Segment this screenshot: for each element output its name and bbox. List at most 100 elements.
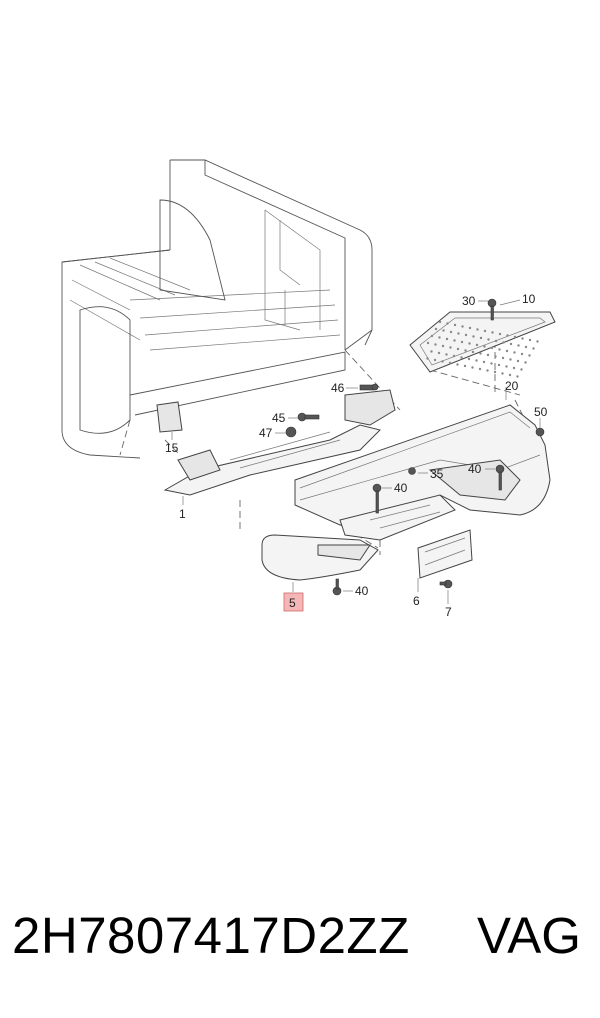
pad-texture-dot <box>505 349 509 353</box>
callout-40-lower: 40 <box>355 584 369 598</box>
parts-diagram: 30 10 46 20 50 45 47 15 35 40 40 1 40 5 … <box>61 159 556 619</box>
pad-texture-dot <box>456 347 460 351</box>
pad-texture-dot <box>513 335 517 339</box>
pad-texture-dot <box>501 372 504 375</box>
pad-texture-dot <box>502 341 505 344</box>
leader-lines <box>171 299 541 604</box>
callout-15: 15 <box>165 441 179 455</box>
callout-46: 46 <box>331 381 345 395</box>
callout-30: 30 <box>462 294 476 308</box>
pad-texture-dot <box>486 353 490 357</box>
bolt-35-icon <box>408 467 416 475</box>
bolt-40-lower-icon <box>332 578 342 596</box>
pad-texture-dot <box>516 375 519 378</box>
pad-texture-dot <box>521 337 524 340</box>
pad-texture-dot <box>467 357 471 361</box>
pad-texture-dot <box>468 326 472 330</box>
callout-7: 7 <box>445 605 452 619</box>
pad-texture-dot <box>494 355 497 358</box>
pad-texture-dot <box>483 329 487 333</box>
pad-texture-dot <box>426 357 429 360</box>
pad-texture-dot <box>468 342 471 345</box>
callout-1: 1 <box>179 507 186 521</box>
pad-texture-dot <box>520 368 523 371</box>
pad-texture-dot <box>445 353 448 356</box>
pad-texture-dot <box>494 339 498 343</box>
pad-texture-dot <box>464 333 468 337</box>
bolt-45-icon <box>297 412 320 422</box>
pad-texture-dot <box>487 338 490 341</box>
pad-texture-dot <box>516 359 520 363</box>
pad-texture-dot <box>442 329 445 332</box>
pad-texture-dot <box>441 360 444 363</box>
pad-texture-dot <box>498 348 501 351</box>
pad-texture-dot <box>471 350 475 354</box>
pad-texture-dot <box>426 341 430 345</box>
pad-texture-dot <box>520 352 524 356</box>
callout-40-upper: 40 <box>394 481 408 495</box>
callout-labels: 30 10 46 20 50 45 47 15 35 40 40 1 40 5 … <box>165 292 548 619</box>
callout-10: 10 <box>522 292 536 306</box>
pad-texture-dot <box>457 332 460 335</box>
pad-texture-dot <box>448 361 452 365</box>
plate-part-6 <box>417 529 473 579</box>
pad-texture-dot <box>472 335 475 338</box>
pad-texture-dot <box>506 334 509 337</box>
pad-texture-dot <box>476 328 479 331</box>
pad-texture-dot <box>532 347 535 350</box>
pad-texture-dot <box>453 339 456 342</box>
pad-texture-dot <box>491 331 494 334</box>
pad-texture-dot <box>452 354 456 358</box>
pad-texture-dot <box>479 352 482 355</box>
pad-texture-dot <box>464 349 467 352</box>
pad-texture-dot <box>517 344 520 347</box>
bumper-main-part-20 <box>294 404 551 541</box>
callout-35: 35 <box>430 467 444 481</box>
callout-6: 6 <box>413 594 420 608</box>
pad-texture-dot <box>528 338 532 342</box>
pad-texture-dot <box>430 350 433 353</box>
brand-label: VAG <box>477 907 581 964</box>
pad-texture-dot <box>460 340 464 344</box>
bolt-7-icon <box>439 579 453 589</box>
pad-texture-dot <box>508 373 512 377</box>
highlight-box-part-5 <box>283 592 304 612</box>
pad-texture-dot <box>445 337 449 341</box>
part-number: 2H7807417D2ZZ <box>12 907 410 964</box>
pad-texture-dot <box>446 322 449 325</box>
pad-texture-dot <box>490 362 493 365</box>
callout-47: 47 <box>259 426 273 440</box>
pad-texture-dot <box>449 330 453 334</box>
pad-texture-dot <box>478 367 482 371</box>
pad-texture-dot <box>434 327 438 331</box>
nut-47-icon <box>285 426 297 438</box>
pad-texture-dot <box>437 351 441 355</box>
pad-texture-dot <box>438 336 441 339</box>
pad-texture-dot <box>483 345 486 348</box>
callout-5: 5 <box>289 596 296 610</box>
pad-texture-dot <box>528 354 531 357</box>
pad-texture-dot <box>434 343 437 346</box>
pad-texture-dot <box>493 370 497 374</box>
pad-texture-dot <box>509 342 513 346</box>
bolt-50-icon <box>535 427 545 437</box>
pad-texture-dot <box>505 365 508 368</box>
pad-texture-dot <box>536 340 539 343</box>
pad-texture-dot <box>475 359 478 362</box>
pad-texture-dot <box>524 345 528 349</box>
bracket-part-15 <box>156 401 183 433</box>
pad-texture-dot <box>449 346 452 349</box>
pad-texture-dot <box>497 363 501 367</box>
bolt-40-upper-icon <box>372 483 382 514</box>
pad-texture-dot <box>430 334 434 338</box>
end-cap-part-5 <box>261 534 379 581</box>
pad-texture-dot <box>490 346 494 350</box>
callout-20: 20 <box>505 379 519 393</box>
pad-texture-dot <box>433 358 437 362</box>
bolt-46-icon <box>359 383 379 391</box>
pad-texture-dot <box>461 325 464 328</box>
pad-texture-dot <box>498 332 502 336</box>
pad-texture-dot <box>475 343 479 347</box>
pad-texture-dot <box>524 361 527 364</box>
pad-texture-dot <box>486 369 489 372</box>
